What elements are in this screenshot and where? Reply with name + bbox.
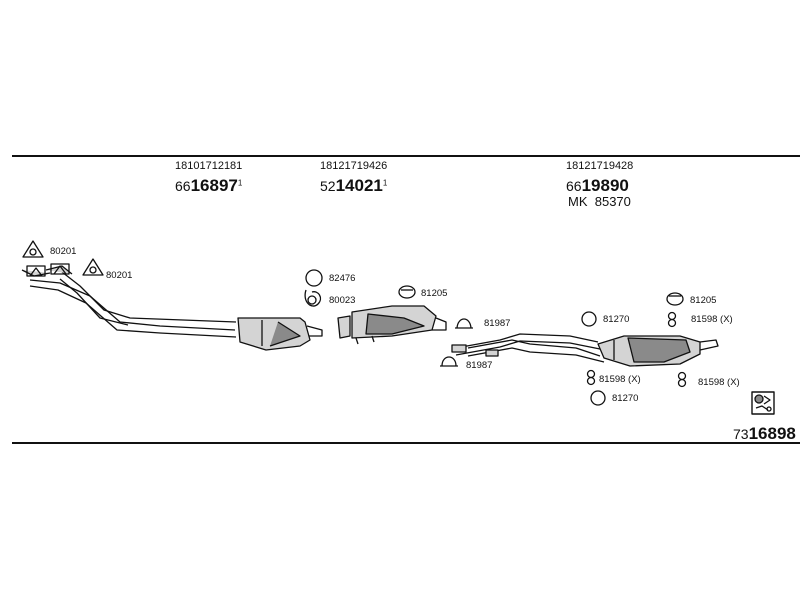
fitting-symbols <box>22 240 687 406</box>
kit-number: MK 85370 <box>568 194 631 209</box>
fitting-label: 81270 <box>612 393 639 404</box>
oem-number-middle-silencer: 18121719426 <box>320 160 388 172</box>
bottom-rule <box>12 442 800 444</box>
fitting-label: 80201 <box>50 246 77 257</box>
middle-silencer <box>337 305 447 345</box>
oem-number-rear-silencer: 18121719428 <box>566 160 634 172</box>
part-number-rear-silencer: 6619890 <box>566 176 629 195</box>
fitting-label: 81205 <box>421 288 448 299</box>
connecting-pipe <box>451 333 605 363</box>
fitting-label: 82476 <box>329 273 356 284</box>
mounting-kit-icon <box>751 391 775 415</box>
fitting-label: 81987 <box>484 318 511 329</box>
oem-number-front-pipe: 18101712181 <box>175 160 243 172</box>
total-assembly-number: 7316898 <box>733 424 796 443</box>
fitting-label: 80201 <box>106 270 133 281</box>
fitting-label: 81987 <box>466 360 493 371</box>
fitting-label: 81598 (X) <box>691 314 733 325</box>
fitting-label: 81598 (X) <box>599 374 641 385</box>
fitting-label: 80023 <box>329 295 356 306</box>
fitting-label: 81205 <box>690 295 717 306</box>
fitting-label: 81270 <box>603 314 630 325</box>
rear-silencer <box>597 335 719 367</box>
part-number-middle-silencer: 52140211 <box>320 176 388 195</box>
front-pipe <box>21 265 323 351</box>
top-rule <box>12 155 800 157</box>
part-number-front-pipe: 66168971 <box>175 176 243 195</box>
fitting-label: 81598 (X) <box>698 377 740 388</box>
